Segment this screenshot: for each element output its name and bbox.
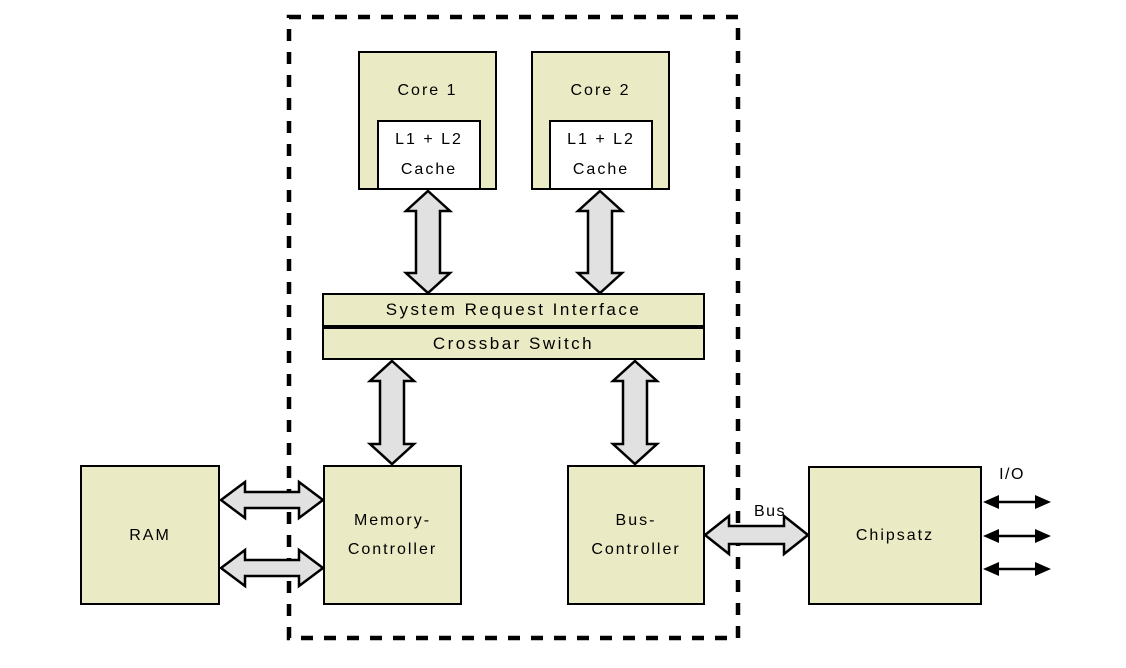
bus-controller-box: Bus- Controller [567,465,705,605]
system-request-interface-bar: System Request Interface [322,293,705,327]
chipset-label: Chipsatz [855,527,935,544]
crossbar-busctrl-arrow [609,359,661,466]
io-arrow-3 [983,562,1051,576]
io-arrow-2 [983,529,1051,543]
cpu-package-dashed-border [286,14,741,641]
crossbar-memctrl-arrow [366,359,418,466]
ram-memctrl-arrow-lower [218,547,326,589]
bus-label: Bus [753,503,787,520]
memory-controller-label: Memory- Controller [347,512,438,558]
ram-memctrl-arrow-upper [218,479,326,521]
cache2-box: L1 + L2 Cache [549,120,653,190]
core1-label: Core 1 [397,82,458,99]
memory-controller-box: Memory- Controller [323,465,462,605]
core2-label: Core 2 [570,82,631,99]
cache1-label: L1 + L2 Cache [395,131,463,178]
io-arrow-1 [983,495,1051,509]
core1-sri-arrow [402,189,454,295]
chipset-io-arrows [983,495,1051,576]
cache1-box: L1 + L2 Cache [377,120,481,190]
busctrl-chipset-bus-arrow [702,513,811,557]
crossbar-switch-bar: Crossbar Switch [322,327,705,360]
ram-label: RAM [129,526,171,544]
sri-label: System Request Interface [385,300,642,319]
bus-controller-label: Bus- Controller [591,512,681,558]
ram-box: RAM [80,465,220,605]
chipset-box: Chipsatz [808,466,982,605]
core2-sri-arrow [574,189,626,295]
crossbar-label: Crossbar Switch [432,333,595,353]
cache2-label: L1 + L2 Cache [567,131,635,178]
io-label: I/O [999,466,1025,483]
